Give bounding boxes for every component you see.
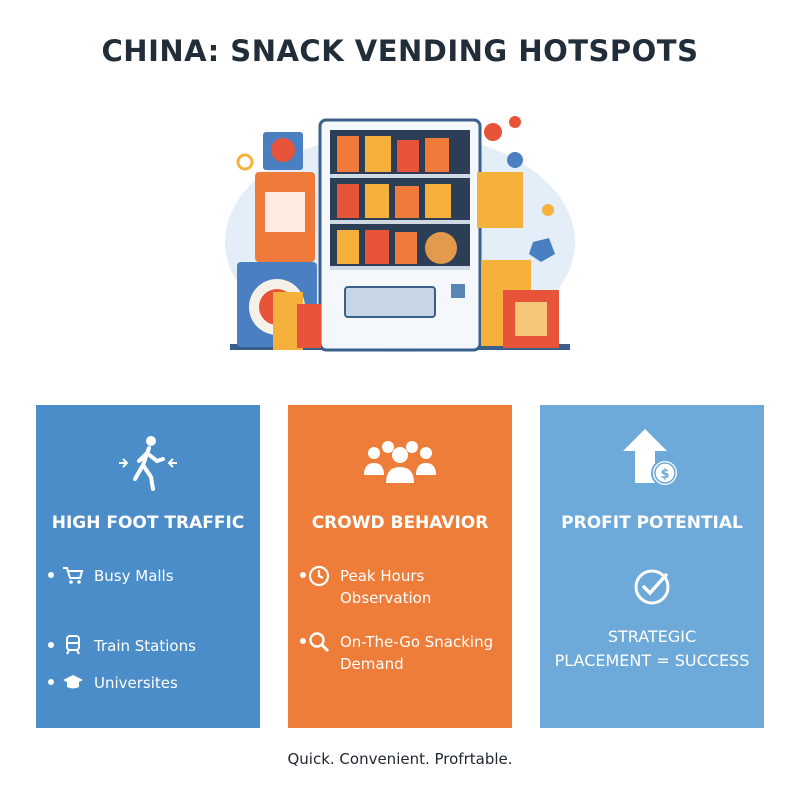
list-item-label: Universites	[94, 674, 178, 692]
card-heading: PROFIT POTENTIAL	[561, 513, 743, 533]
footer-tagline: Quick. Convenient. Profrtable.	[287, 750, 513, 768]
graduation-cap-icon	[62, 672, 84, 692]
strategic-line: STRATEGIC	[607, 627, 697, 646]
train-icon	[62, 635, 84, 655]
check-circle-icon	[540, 567, 764, 607]
svg-text:$: $	[660, 467, 669, 482]
list-item-on-the-go: On-The-Go Snacking Demand	[300, 631, 505, 675]
bullet-dot	[48, 642, 54, 648]
walking-person-icon	[36, 433, 260, 493]
list-item-label: On-The-Go Snacking Demand	[340, 633, 494, 673]
card-high-foot-traffic: HIGH FOOT TRAFFIC Busy Malls Train Stati…	[36, 405, 260, 728]
list-item-train-stations: Train Stations	[48, 635, 196, 657]
card-crowd-behavior: CROWD BEHAVIOR Peak Hours Observation On…	[288, 405, 512, 728]
card-profit-potential: $ PROFIT POTENTIAL STRATEGIC PLACEMENT =…	[540, 405, 764, 728]
bullet-dot	[300, 572, 306, 578]
bullet-dot	[300, 638, 306, 644]
page-title: CHINA: SNACK VENDING HOTSPOTS	[101, 34, 699, 68]
bullet-dot	[48, 572, 54, 578]
list-item-busy-malls: Busy Malls	[48, 565, 174, 587]
arrow-up-dollar-icon: $	[540, 427, 764, 493]
list-item-peak-hours: Peak Hours Observation	[300, 565, 505, 609]
list-item-label: Train Stations	[94, 637, 196, 655]
magnifier-icon	[308, 631, 330, 653]
clock-icon	[308, 565, 330, 587]
crowd-icon	[288, 433, 512, 493]
shopping-cart-icon	[62, 565, 84, 585]
card-heading: CROWD BEHAVIOR	[311, 513, 489, 533]
list-item-label: Busy Malls	[94, 567, 174, 585]
list-item-universities: Universites	[48, 672, 178, 694]
list-item-label: Peak Hours Observation	[340, 567, 432, 607]
vending-machine-illustration	[215, 112, 585, 362]
card-heading: HIGH FOOT TRAFFIC	[51, 513, 245, 533]
placement-success-line: PLACEMENT = SUCCESS	[554, 651, 750, 670]
bullet-dot	[48, 679, 54, 685]
